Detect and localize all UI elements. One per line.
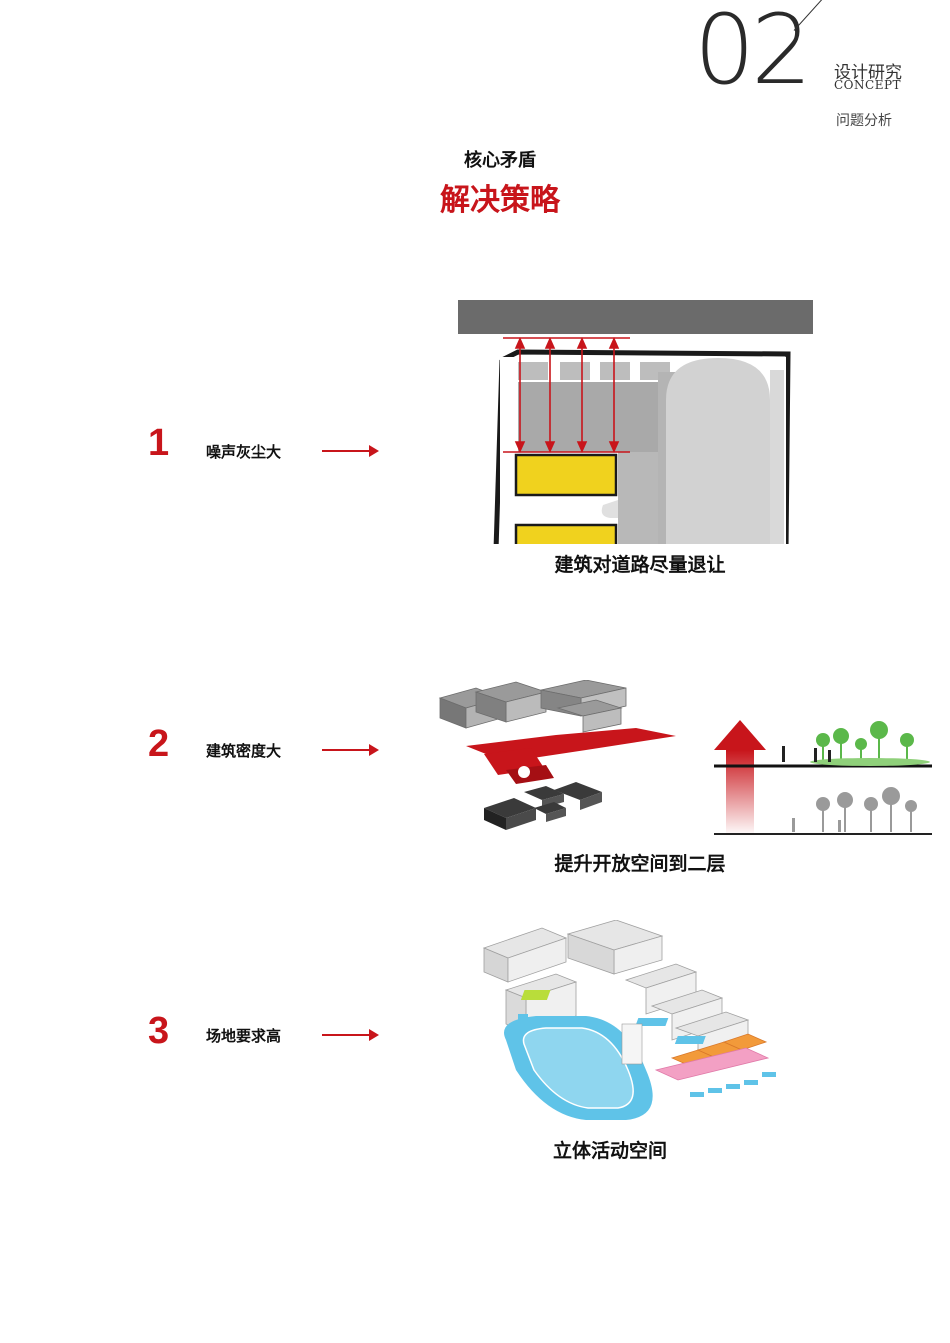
orange-courts <box>670 1033 768 1067</box>
row-3-problem: 场地要求高 <box>206 1027 282 1045</box>
road-strip <box>458 300 813 334</box>
upper-buildings <box>438 680 627 733</box>
gray-buildings <box>518 362 678 550</box>
track-field <box>666 358 770 550</box>
row-2-problem: 建筑密度大 <box>206 742 282 760</box>
pink-courts <box>654 1047 770 1081</box>
subsection-title: 问题分析 <box>836 113 892 129</box>
row-2-number: 2 <box>148 723 170 765</box>
row-3-number: 3 <box>148 1010 170 1052</box>
row-3-arrow <box>322 1029 379 1041</box>
exploded-axon-diagram <box>438 680 676 830</box>
red-platform <box>466 728 676 784</box>
lower-trees <box>792 787 917 832</box>
stacked-activity-space-diagram <box>482 920 776 1120</box>
raise-to-second-floor-diagram <box>714 720 932 836</box>
upper-people <box>782 746 831 762</box>
row-3-caption: 立体活动空间 <box>552 1140 667 1162</box>
row-2-caption: 提升开放空间到二层 <box>554 853 726 875</box>
page-title-line1: 核心矛盾 <box>464 150 536 171</box>
running-track <box>504 1016 653 1120</box>
stair-bridge <box>621 1023 643 1065</box>
row-1-number: 1 <box>148 422 170 464</box>
section-title-cn: 设计研究 <box>834 63 902 83</box>
row-1-arrow <box>322 445 379 457</box>
upper-trees <box>810 721 930 766</box>
rise-arrow <box>714 720 766 836</box>
row-1-problem: 噪声灰尘大 <box>206 443 282 461</box>
site-boundary <box>500 349 791 550</box>
row-1-caption: 建筑对道路尽量退让 <box>554 554 726 576</box>
section-title-en: CONCEPT <box>834 78 902 92</box>
setback-arrows <box>503 337 630 453</box>
page-title-line2: 解决策略 <box>440 183 560 218</box>
section-number: 02 <box>694 0 812 106</box>
green-court <box>520 990 551 1000</box>
lower-buildings <box>484 782 602 830</box>
yellow-building-1 <box>514 453 618 497</box>
row-2-arrow <box>322 744 379 756</box>
setback-diagram <box>458 300 814 550</box>
